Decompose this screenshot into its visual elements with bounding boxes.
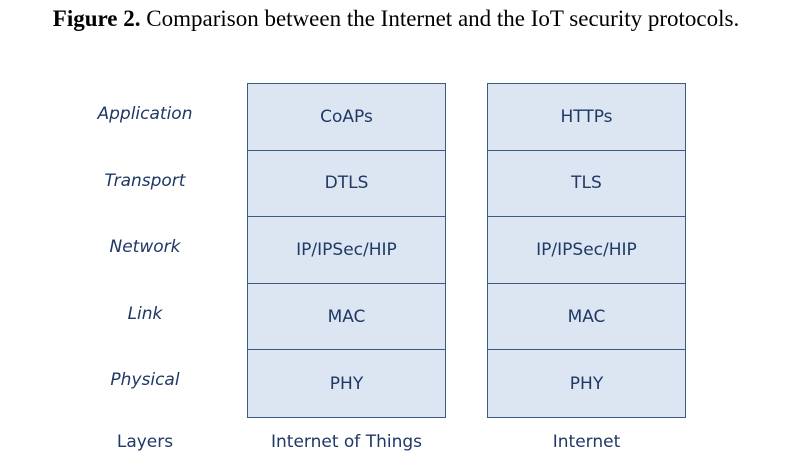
iot-physical-cell: PHY [329, 373, 364, 394]
layer-label-application: Application [97, 104, 193, 124]
iot-link-cell: MAC [248, 284, 445, 351]
internet-column-label: Internet [552, 432, 621, 452]
internet-physical-cell: PHY [569, 373, 604, 394]
iot-protocol-stack: CoAPs DTLS IP/IPSec/HIP MAC PHY [247, 83, 446, 418]
layer-label-network: Network [109, 237, 181, 257]
internet-protocol-stack: HTTPs TLS IP/IPSec/HIP MAC PHY [487, 83, 686, 418]
iot-transport-cell: DTLS [248, 151, 445, 218]
iot-column-label: Internet of Things [271, 432, 422, 452]
figure-caption-text: Comparison between the Internet and the … [146, 6, 740, 31]
internet-link-cell: MAC [488, 284, 685, 351]
internet-network-cell: IP/IPSec/HIP [488, 217, 685, 284]
iot-application-cell: CoAPs [248, 84, 445, 151]
figure-label: Figure 2. [52, 6, 141, 31]
internet-transport-cell: TLS [488, 151, 685, 218]
layer-label-link: Link [127, 304, 163, 324]
layer-label-physical: Physical [110, 370, 180, 390]
layer-label-transport: Transport [104, 171, 186, 191]
iot-network-cell: IP/IPSec/HIP [248, 217, 445, 284]
internet-application-cell: HTTPs [488, 84, 685, 151]
layers-column-label: Layers [116, 432, 174, 452]
figure-caption: Figure 2. Comparison between the Interne… [0, 6, 792, 32]
